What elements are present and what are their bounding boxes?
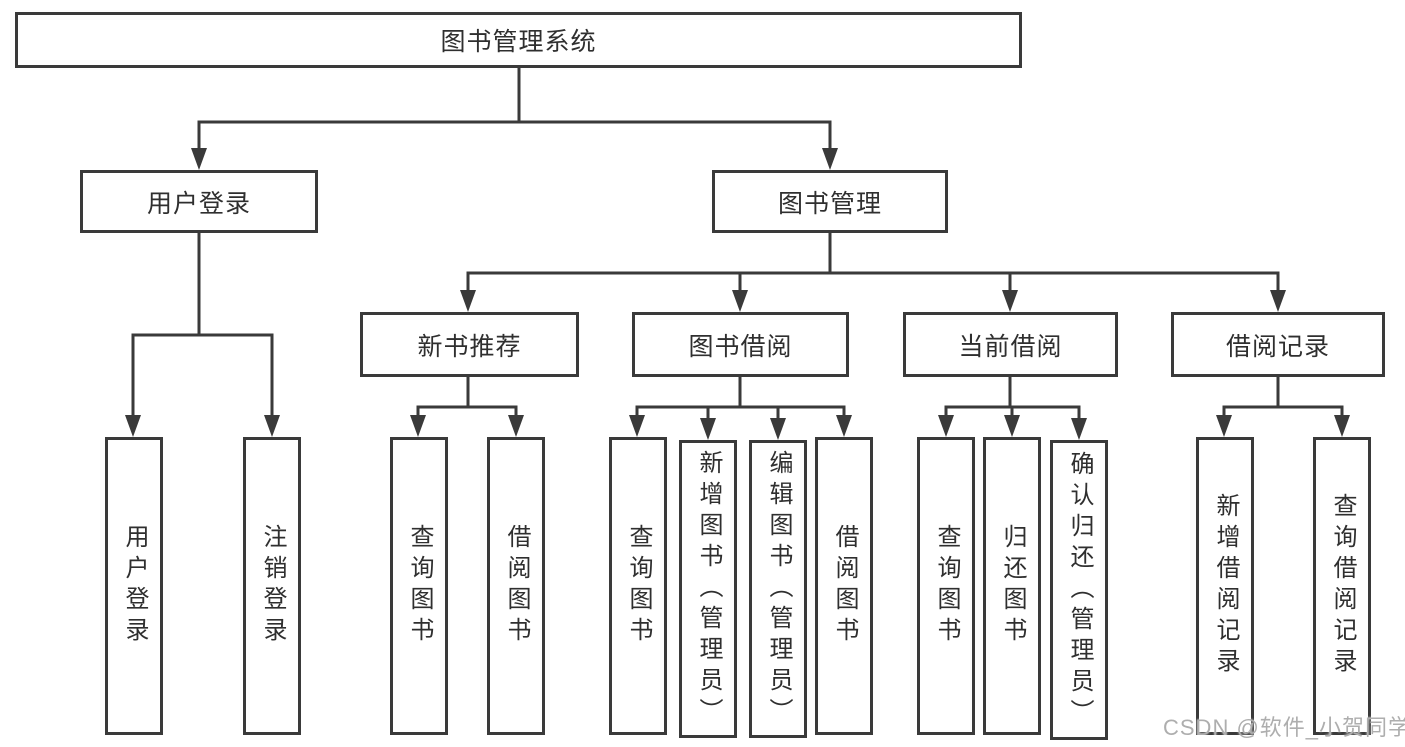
node-user-login: 用户登录 — [80, 170, 318, 233]
arrowheads — [125, 148, 1350, 440]
node-root: 图书管理系统 — [15, 12, 1022, 68]
leaf-recommend-query-books: 查询图书 — [390, 437, 448, 735]
leaf-user-login: 用户登录 — [105, 437, 163, 735]
node-borrow-records: 借阅记录 — [1171, 312, 1385, 377]
node-new-book-recommend: 新书推荐 — [360, 312, 579, 377]
node-book-borrow: 图书借阅 — [632, 312, 849, 377]
leaf-confirm-return-admin: 确认归还（管理员） — [1050, 440, 1108, 740]
node-current-borrow: 当前借阅 — [903, 312, 1118, 377]
leaf-edit-book-admin: 编辑图书（管理员） — [749, 440, 807, 738]
leaf-recommend-borrow-books: 借阅图书 — [487, 437, 545, 735]
leaf-current-query-books: 查询图书 — [917, 437, 975, 735]
node-book-management: 图书管理 — [712, 170, 948, 233]
csdn-watermark: CSDN @软件_小贺同学 — [1163, 715, 1405, 740]
leaf-query-borrow-record: 查询借阅记录 — [1313, 437, 1371, 735]
leaf-return-book: 归还图书 — [983, 437, 1041, 735]
leaf-logout: 注销登录 — [243, 437, 301, 735]
connector-segments — [131, 66, 1344, 424]
leaf-add-borrow-record: 新增借阅记录 — [1196, 437, 1254, 735]
leaf-add-book-admin: 新增图书（管理员） — [679, 440, 737, 738]
leaf-borrow-borrow-books: 借阅图书 — [815, 437, 873, 735]
leaf-borrow-query-books: 查询图书 — [609, 437, 667, 735]
